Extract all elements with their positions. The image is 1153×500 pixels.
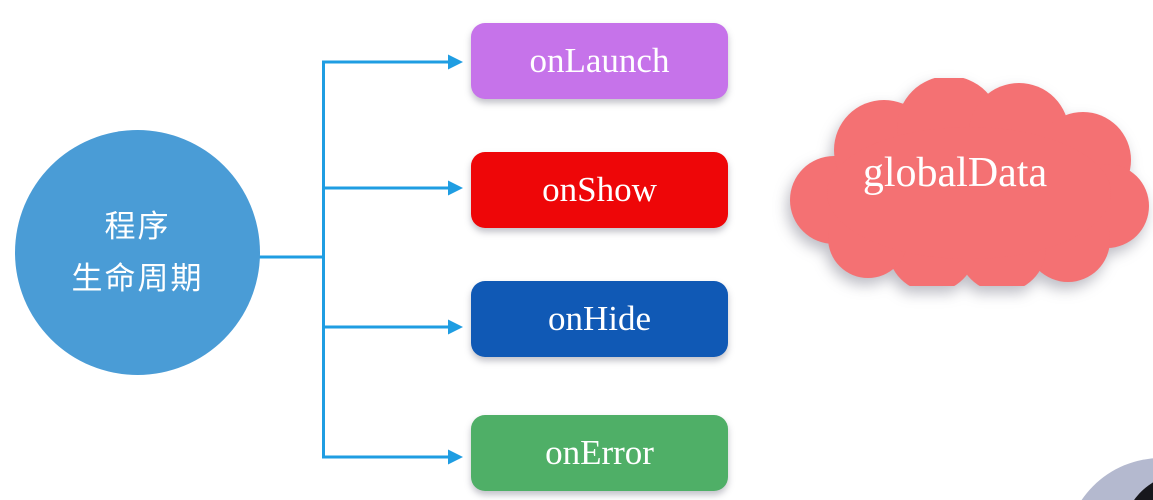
- node-globaldata-label: globalData: [862, 150, 1048, 196]
- root-node-label-line1: 程序: [104, 208, 171, 244]
- node-onerror: onError: [471, 415, 728, 491]
- arrowhead-onhide: [448, 319, 463, 335]
- node-globaldata-cloud: globalData: [786, 78, 1150, 286]
- node-onhide-label: onHide: [547, 299, 652, 338]
- cloud-shape-icon: [790, 78, 1149, 286]
- arrowhead-onerror: [448, 449, 463, 465]
- arrowhead-onshow: [448, 180, 463, 196]
- node-onlaunch: onLaunch: [471, 23, 728, 99]
- node-onerror-label: onError: [545, 433, 654, 472]
- node-onshow: onShow: [471, 152, 728, 228]
- node-onshow-label: onShow: [542, 170, 657, 209]
- node-onhide: onHide: [471, 281, 728, 357]
- node-onlaunch-label: onLaunch: [529, 41, 670, 80]
- arrowhead-onlaunch: [448, 54, 463, 70]
- root-node-app-lifecycle: 程序 生命周期: [15, 130, 260, 375]
- root-node-label-line2: 生命周期: [71, 260, 204, 296]
